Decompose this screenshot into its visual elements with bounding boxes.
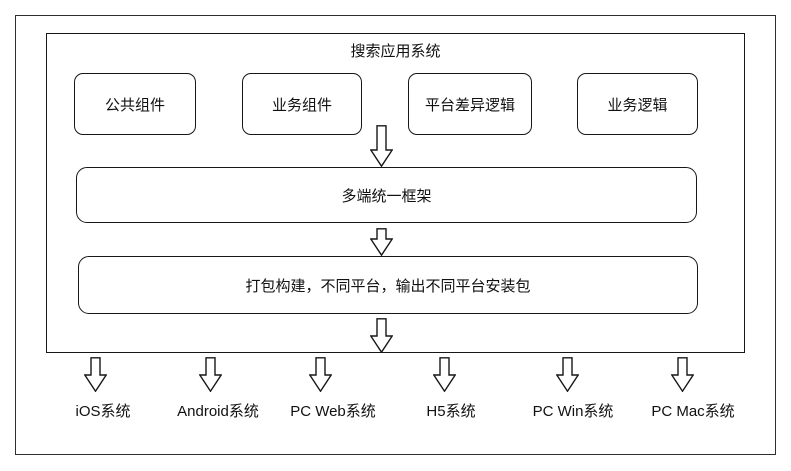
outer-frame: [15, 15, 776, 455]
down-arrow-icon: [556, 357, 579, 392]
platform-label-ios: iOS系统: [75, 403, 131, 420]
down-arrow-icon: [370, 228, 393, 256]
node-package-build: 打包构建，不同平台，输出不同平台安装包: [78, 256, 698, 314]
down-arrow-icon: [370, 125, 393, 167]
down-arrow-icon: [199, 357, 222, 392]
system-title: 搜索应用系统: [350, 43, 441, 60]
node-platform-diff-logic: 平台差异逻辑: [408, 73, 532, 135]
node-business-logic: 业务逻辑: [577, 73, 698, 135]
down-arrow-icon: [84, 357, 107, 392]
down-arrow-icon: [433, 357, 456, 392]
down-arrow-icon: [309, 357, 332, 392]
platform-label-pc-win: PC Win系统: [532, 403, 614, 420]
platform-label-android: Android系统: [177, 403, 259, 420]
node-label: 打包构建，不同平台，输出不同平台安装包: [245, 277, 531, 295]
node-label: 平台差异逻辑: [424, 96, 515, 114]
node-label: 业务组件: [271, 96, 332, 114]
down-arrow-icon: [370, 318, 393, 353]
node-label: 多端统一框架: [341, 187, 432, 205]
node-unified-framework: 多端统一框架: [76, 167, 697, 223]
platform-label-pc-mac: PC Mac系统: [651, 403, 735, 420]
platform-label-pc-web: PC Web系统: [290, 403, 376, 420]
down-arrow-icon: [671, 357, 694, 392]
platform-label-h5: H5系统: [426, 403, 476, 420]
node-business-components: 业务组件: [242, 73, 362, 135]
node-label: 业务逻辑: [607, 96, 668, 114]
node-public-components: 公共组件: [74, 73, 196, 135]
node-label: 公共组件: [104, 96, 165, 114]
